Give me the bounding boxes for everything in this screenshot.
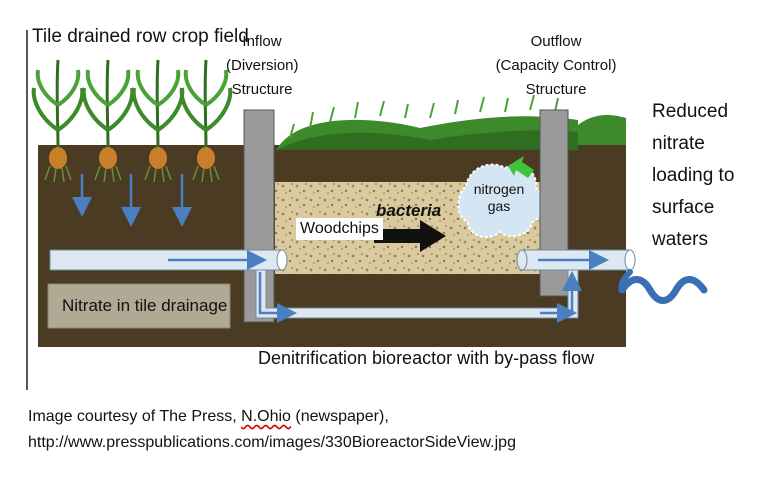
- inflow-line-1: Inflow: [242, 33, 282, 50]
- nitrate-box: [47, 283, 231, 329]
- crop-plants: [31, 59, 233, 183]
- nitrogen-gas-cloud: [457, 163, 545, 238]
- caption-line-2: http://www.presspublications.com/images/…: [28, 434, 516, 451]
- bottom-label: Denitrification bioreactor with by-pass …: [258, 348, 595, 368]
- caption-line-1: Image courtesy of The Press, N.Ohio (new…: [28, 408, 389, 426]
- caption-suffix: (newspaper),: [290, 408, 389, 425]
- outflow-line-1: Outflow: [530, 33, 582, 50]
- bacteria-label: bacteria: [376, 201, 442, 220]
- reduced-line-2: nitrate: [652, 133, 705, 154]
- discharge-wave: [618, 276, 708, 304]
- nitrogen-gas-label: nitrogen gas: [470, 181, 528, 215]
- inflow-line-2: (Diversion): [226, 57, 299, 74]
- outflow-line-2: (Capacity Control): [495, 57, 617, 74]
- soil-right: [578, 125, 626, 347]
- nitrogen-line-1: nitrogen: [473, 181, 525, 197]
- nitrate-tile-label: Nitrate in tile drainage: [62, 296, 228, 315]
- outflow-line-3: Structure: [525, 81, 587, 98]
- reduced-line-5: waters: [652, 229, 708, 250]
- reduced-nitrate-label: Reduced nitrate loading to surface water…: [652, 96, 734, 256]
- woodchips-label: Woodchips: [296, 218, 383, 240]
- field-label: Tile drained row crop field: [32, 26, 249, 47]
- reduced-line-4: surface: [652, 197, 715, 218]
- inflow-label: Inflow (Diversion) Structure: [226, 30, 299, 102]
- green-arrow: [508, 156, 534, 178]
- inflow-line-3: Structure: [231, 81, 293, 98]
- reduced-line-1: Reduced: [652, 101, 729, 122]
- caption-underlined: N.Ohio: [241, 408, 291, 425]
- reduced-line-3: loading to: [652, 165, 735, 186]
- outflow-label: Outflow (Capacity Control) Structure: [494, 30, 618, 102]
- caption-prefix: Image courtesy of The Press,: [28, 408, 242, 425]
- nitrogen-line-2: gas: [487, 198, 511, 214]
